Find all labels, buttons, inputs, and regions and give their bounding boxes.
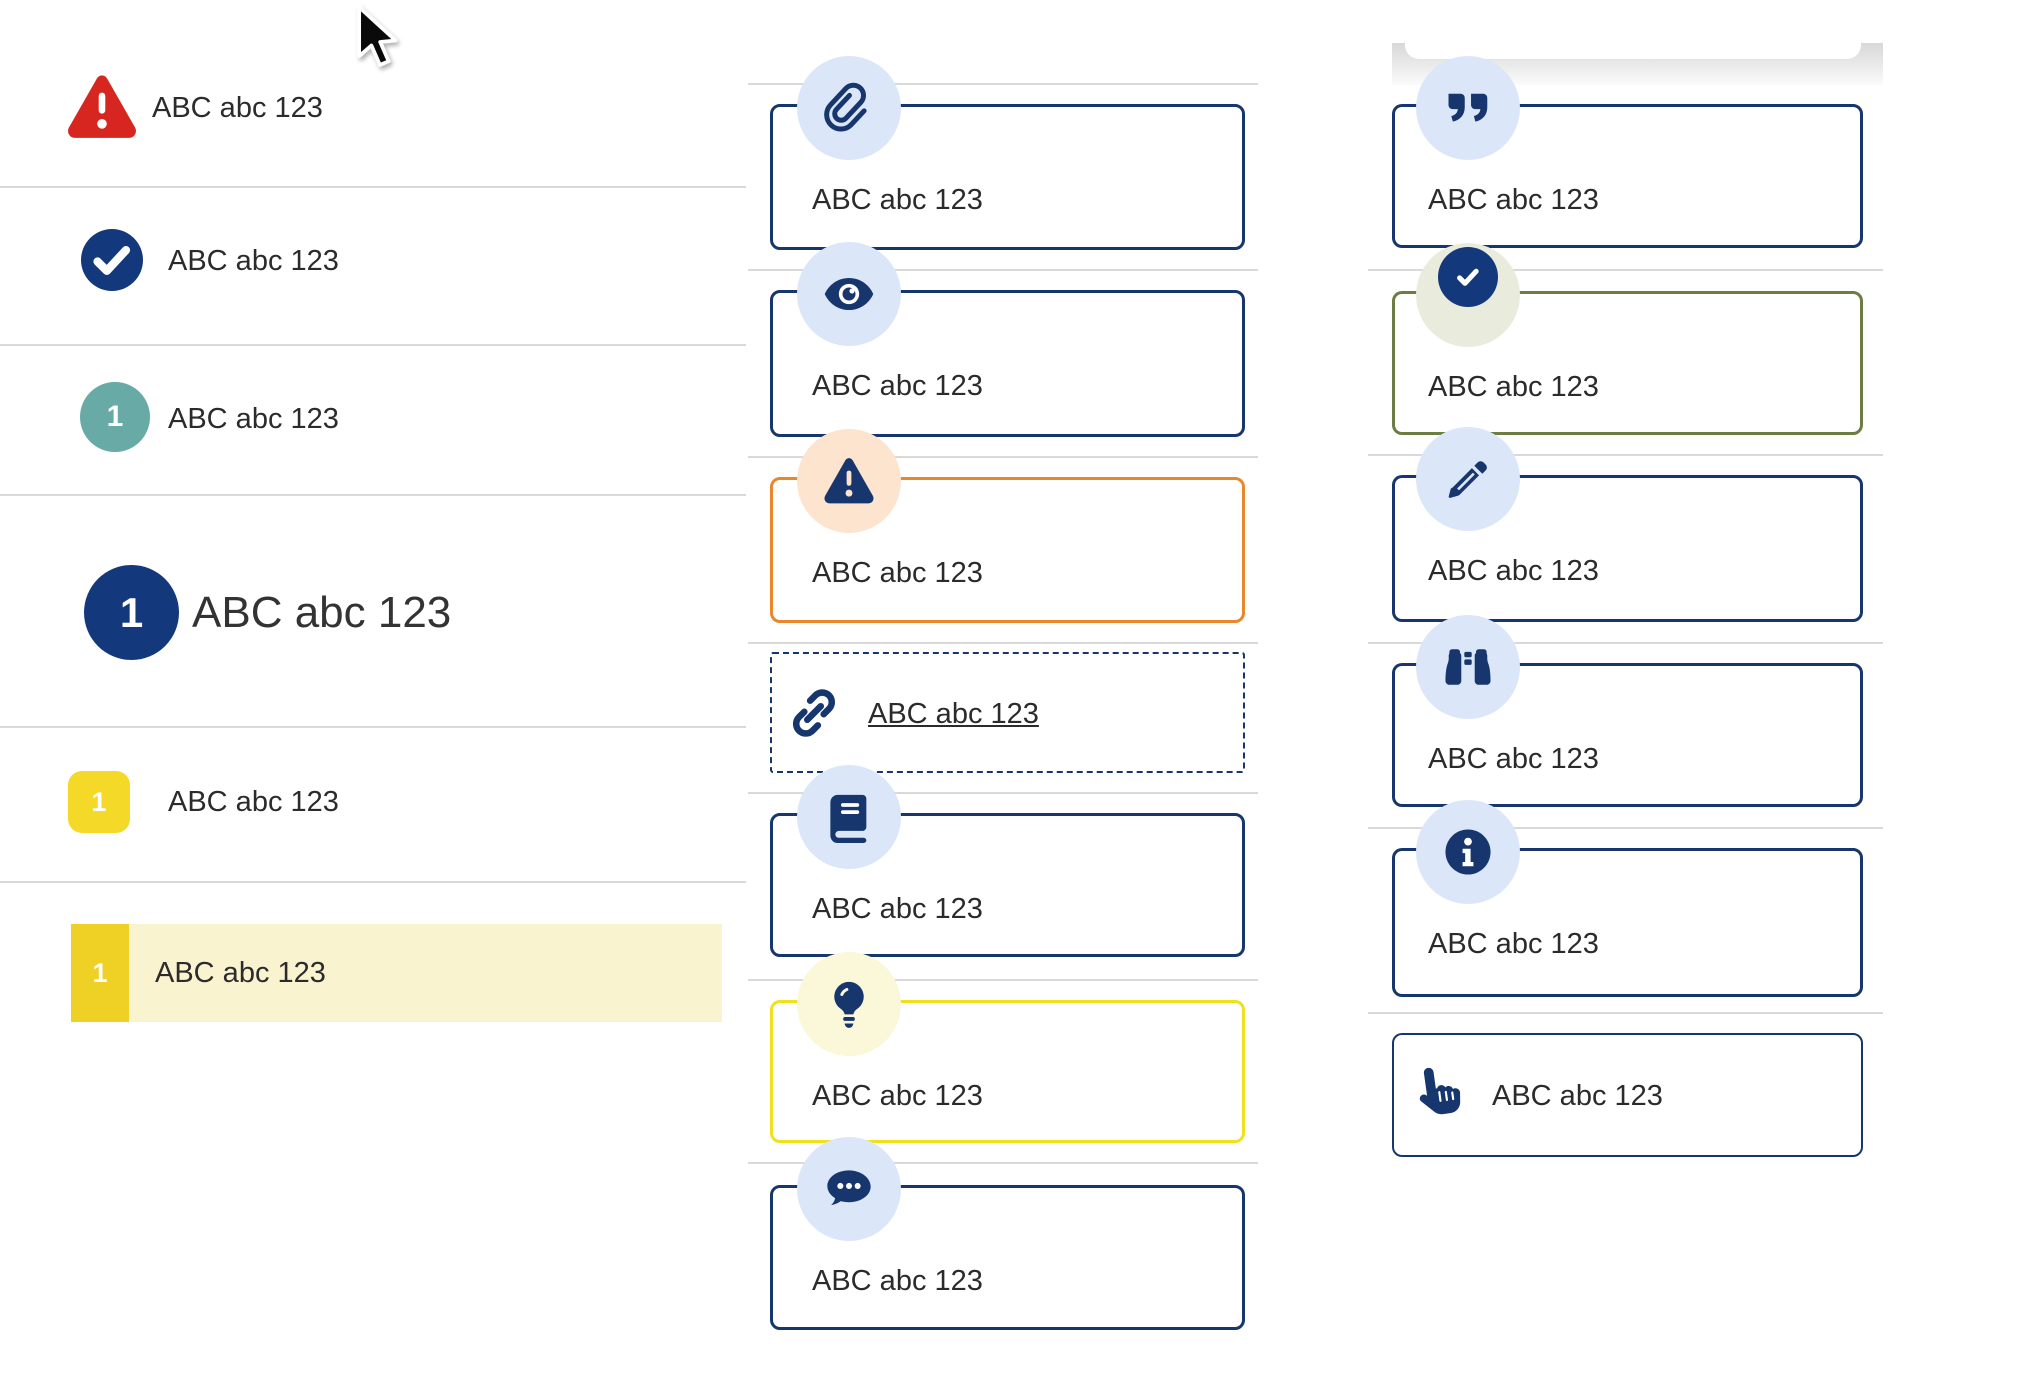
callout-icon-badge [797,952,901,1056]
left-divider [0,726,746,728]
callout-icon-badge [797,242,901,346]
callout-label: ABC abc 123 [812,370,983,402]
callout-label: ABC abc 123 [1428,555,1599,587]
right-divider [1368,642,1883,644]
callout-label: ABC abc 123 [812,557,983,589]
callout-label: ABC abc 123 [1428,743,1599,775]
callout-icon-badge [1416,800,1520,904]
binoculars-icon [1445,649,1491,685]
callout-icon-badge [797,1137,901,1241]
highlight-row-background [71,924,722,1022]
callout-icon-badge [1416,56,1520,160]
middle-divider [748,1162,1258,1164]
middle-divider [748,792,1258,794]
middle-divider [748,979,1258,981]
right-divider [1368,1012,1883,1014]
lightbulb-icon [834,981,864,1028]
callout-label: ABC abc 123 [812,1265,983,1297]
scrolled-panel-card [1405,41,1861,59]
teal-number-circle: 1 [80,382,150,452]
link-label[interactable]: ABC abc 123 [868,698,1039,730]
quote-icon [1448,93,1488,122]
middle-divider [748,83,1258,85]
list-item-label: ABC abc 123 [168,786,339,818]
heading-label: ABC abc 123 [192,588,452,637]
list-item-label: ABC abc 123 [168,403,339,435]
action-label[interactable]: ABC abc 123 [1492,1080,1663,1112]
middle-divider [748,269,1258,271]
callout-icon-badge [797,429,901,533]
left-divider [0,344,746,346]
callout-icon-badge [1416,615,1520,719]
list-item-label: ABC abc 123 [168,245,339,277]
yellow-number-square: 1 [68,771,130,833]
middle-divider [748,642,1258,644]
left-divider [0,881,746,883]
callout-label: ABC abc 123 [812,184,983,216]
check-circle-icon [81,229,143,291]
yellow-number-bar: 1 [71,924,129,1022]
left-divider [0,186,746,188]
hand-pointer-icon [1419,1067,1461,1115]
paperclip-icon [824,82,867,132]
callout-icon-badge [1416,243,1520,347]
warning-triangle-icon [68,75,136,138]
callout-icon-badge [797,56,901,160]
check-circle-icon [1438,247,1498,307]
list-item-label: ABC abc 123 [155,957,326,989]
list-item-label: ABC abc 123 [152,92,323,124]
link-icon [792,689,836,737]
right-divider [1368,269,1883,271]
right-divider [1368,454,1883,456]
info-icon [1445,829,1491,875]
callout-label: ABC abc 123 [1428,928,1599,960]
left-divider [0,494,746,496]
link-dropzone-box[interactable] [770,652,1245,773]
book-icon [830,794,867,843]
callout-label: ABC abc 123 [812,893,983,925]
callout-label: ABC abc 123 [812,1080,983,1112]
callout-icon-badge [797,765,901,869]
middle-divider [748,456,1258,458]
warning-icon [824,458,874,504]
blue-number-circle-large: 1 [84,565,179,660]
callout-label: ABC abc 123 [1428,371,1599,403]
action-box[interactable] [1392,1033,1863,1157]
callout-icon-badge [1416,427,1520,531]
chat-icon [827,1170,871,1206]
eye-icon [824,277,874,311]
mouse-cursor [357,5,398,67]
callout-label: ABC abc 123 [1428,184,1599,216]
pencil-icon [1448,461,1487,498]
right-divider [1368,827,1883,829]
